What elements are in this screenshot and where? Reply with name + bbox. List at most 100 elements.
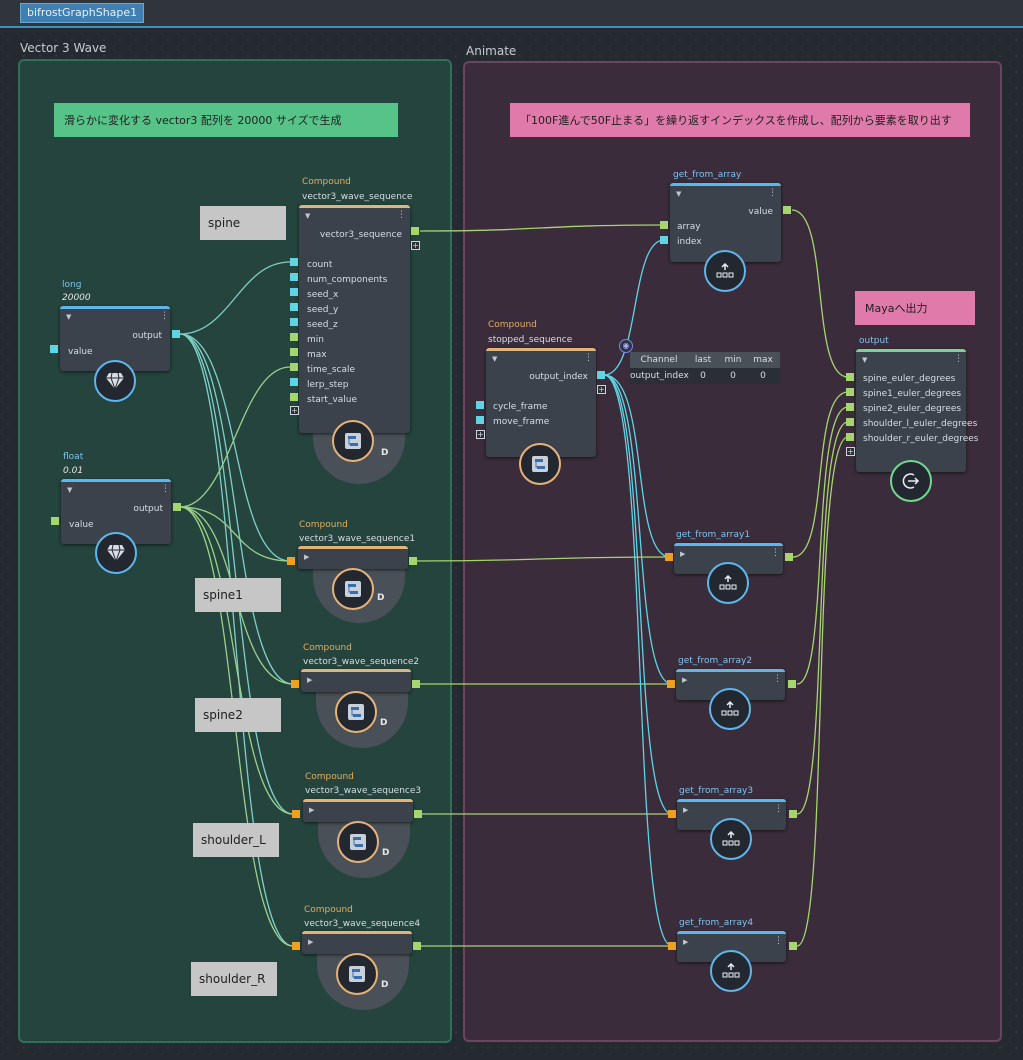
node-menu-icon[interactable]: ⋮ xyxy=(773,674,782,684)
output-index-port[interactable] xyxy=(597,371,605,379)
start-value-port[interactable] xyxy=(290,393,298,401)
node-menu-icon[interactable]: ⋮ xyxy=(397,210,406,220)
sticky-note-right[interactable]: 「100F進んで50F止まる」を繰り返すインデックスを作成し、配列から要素を取り… xyxy=(510,103,970,137)
get-from-array-node[interactable]: ▼ ⋮ value array index xyxy=(670,183,781,262)
wave1-input-port[interactable] xyxy=(287,557,295,565)
stopped-sequence-node[interactable]: ▼ ⋮ output_index cycle_frame move_frame xyxy=(486,348,596,457)
array-get-icon xyxy=(707,562,749,604)
min-port[interactable] xyxy=(290,333,298,341)
vector3-wave-sequence4-node[interactable]: ▶ xyxy=(302,931,412,954)
vector3-wave-sequence2-node[interactable]: ▶ xyxy=(301,669,411,692)
ring-letter: D xyxy=(381,980,389,990)
add-input-port-icon[interactable]: + xyxy=(476,430,485,439)
input-label: spine_euler_degrees xyxy=(863,374,956,384)
vector3-sequence-output-port[interactable] xyxy=(411,227,419,235)
expand-triangle-icon[interactable]: ▶ xyxy=(309,806,315,814)
gfa-value-port[interactable] xyxy=(783,206,791,214)
num-components-port[interactable] xyxy=(290,273,298,281)
spine-euler-port[interactable] xyxy=(846,373,854,381)
label-shoulder-l[interactable]: shoulder_L xyxy=(193,823,279,857)
watch-cell: 0 xyxy=(700,371,706,381)
wave4-output-port[interactable] xyxy=(413,942,421,950)
time-scale-port[interactable] xyxy=(290,363,298,371)
node-menu-icon[interactable]: ⋮ xyxy=(771,548,780,558)
expand-triangle-icon[interactable]: ▶ xyxy=(680,550,686,558)
expand-triangle-icon[interactable]: ▶ xyxy=(683,806,689,814)
node-menu-icon[interactable]: ⋮ xyxy=(160,311,169,321)
wave3-input-port[interactable] xyxy=(292,810,300,818)
compound-tag: Compound xyxy=(305,772,354,782)
add-output-port-icon[interactable]: + xyxy=(411,241,420,250)
sticky-note-maya[interactable]: Mayaへ出力 xyxy=(855,291,975,325)
expand-triangle-icon[interactable]: ▶ xyxy=(307,676,313,684)
gfa1-output-port[interactable] xyxy=(785,553,793,561)
gfa-array-port[interactable] xyxy=(660,221,668,229)
wave2-input-port[interactable] xyxy=(291,680,299,688)
collapse-triangle-icon[interactable]: ▼ xyxy=(66,313,72,321)
gfa1-input-port[interactable] xyxy=(665,553,673,561)
long-output-port[interactable] xyxy=(172,330,180,338)
collapse-triangle-icon[interactable]: ▼ xyxy=(862,356,868,364)
gfa2-output-port[interactable] xyxy=(788,680,796,688)
wave2-output-port[interactable] xyxy=(412,680,420,688)
node-menu-icon[interactable]: ⋮ xyxy=(954,354,963,364)
eye-icon[interactable]: ◉ xyxy=(619,339,633,353)
count-port[interactable] xyxy=(290,258,298,266)
move-frame-port[interactable] xyxy=(476,416,484,424)
label-spine1[interactable]: spine1 xyxy=(195,578,281,612)
vector3-wave-sequence3-node[interactable]: ▶ xyxy=(303,799,413,822)
float-value-port[interactable] xyxy=(51,517,59,525)
graph-tab[interactable]: bifrostGraphShape1 xyxy=(20,3,145,23)
max-port[interactable] xyxy=(290,348,298,356)
seed-y-port[interactable] xyxy=(290,303,298,311)
wave4-input-port[interactable] xyxy=(292,942,300,950)
label-spine[interactable]: spine xyxy=(200,206,286,240)
gfa4-input-port[interactable] xyxy=(668,942,676,950)
vector3-wave-sequence-node[interactable]: ▼ ⋮ vector3_sequence count num_component… xyxy=(299,205,410,433)
output-arrow-icon xyxy=(890,460,932,502)
input-label: shoulder_l_euler_degrees xyxy=(863,419,978,429)
wave3-output-port[interactable] xyxy=(414,810,422,818)
float-output-port[interactable] xyxy=(173,503,181,511)
expand-triangle-icon[interactable]: ▶ xyxy=(304,553,310,561)
output-node[interactable]: ▼ ⋮ spine_euler_degrees spine1_euler_deg… xyxy=(856,349,978,472)
expand-triangle-icon[interactable]: ▶ xyxy=(683,938,689,946)
gfa3-output-port[interactable] xyxy=(789,810,797,818)
expand-triangle-icon[interactable]: ▶ xyxy=(682,676,688,684)
shoulder-l-euler-port[interactable] xyxy=(846,418,854,426)
gfa-index-port[interactable] xyxy=(660,236,668,244)
seed-z-port[interactable] xyxy=(290,318,298,326)
collapse-triangle-icon[interactable]: ▼ xyxy=(305,212,311,220)
node-menu-icon[interactable]: ⋮ xyxy=(774,804,783,814)
get-from-array3-node[interactable]: ▶ ⋮ xyxy=(677,799,786,830)
spine1-euler-port[interactable] xyxy=(846,388,854,396)
gfa2-input-port[interactable] xyxy=(667,680,675,688)
cycle-frame-port[interactable] xyxy=(476,401,484,409)
expand-triangle-icon[interactable]: ▶ xyxy=(308,938,314,946)
sticky-note-left[interactable]: 滑らかに変化する vector3 配列を 20000 サイズで生成 xyxy=(54,103,398,137)
collapse-triangle-icon[interactable]: ▼ xyxy=(492,355,498,363)
node-menu-icon[interactable]: ⋮ xyxy=(774,936,783,946)
label-spine2[interactable]: spine2 xyxy=(195,698,281,732)
watch-header: last xyxy=(694,355,712,365)
wave1-output-port[interactable] xyxy=(409,557,417,565)
vector3-wave-sequence1-node[interactable]: ▶ xyxy=(298,546,408,569)
add-input-port-icon[interactable]: + xyxy=(290,406,299,415)
gfa4-output-port[interactable] xyxy=(789,942,797,950)
compound-tag: Compound xyxy=(302,177,351,187)
collapse-triangle-icon[interactable]: ▼ xyxy=(676,190,682,198)
shoulder-r-euler-port[interactable] xyxy=(846,433,854,441)
add-output-port-icon[interactable]: + xyxy=(597,385,606,394)
add-input-port-icon[interactable]: + xyxy=(846,447,855,456)
collapse-triangle-icon[interactable]: ▼ xyxy=(67,486,73,494)
node-menu-icon[interactable]: ⋮ xyxy=(584,353,593,363)
gfa3-input-port[interactable] xyxy=(668,810,676,818)
label-shoulder-r[interactable]: shoulder_R xyxy=(191,962,277,996)
lerp-step-port[interactable] xyxy=(290,378,298,386)
node-menu-icon[interactable]: ⋮ xyxy=(768,188,777,198)
spine2-euler-port[interactable] xyxy=(846,403,854,411)
seed-x-port[interactable] xyxy=(290,288,298,296)
watch-cell: 0 xyxy=(730,371,736,381)
node-menu-icon[interactable]: ⋮ xyxy=(161,484,170,494)
long-value-port[interactable] xyxy=(50,345,58,353)
